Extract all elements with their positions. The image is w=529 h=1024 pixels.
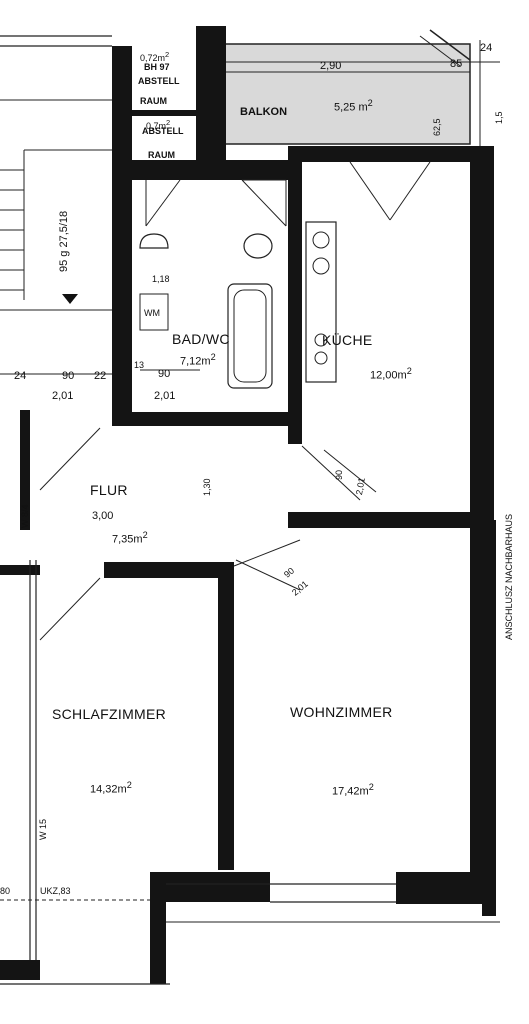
- abstell-2-name-text: ABSTELL: [142, 126, 184, 136]
- dim-flur-height: 1,30: [202, 478, 212, 496]
- dim-bad-small: 1,18: [152, 274, 170, 284]
- dim-w-bottom-left: W 15: [38, 818, 48, 840]
- room-area-wohnzimmer: 17,42m2: [332, 782, 374, 798]
- abstell-2-raum: RAUM: [148, 150, 175, 160]
- abstell-1-area-unit: 2: [165, 50, 170, 59]
- abstell-1-raum: RAUM: [140, 96, 167, 106]
- abstell-1-raum-text: RAUM: [140, 96, 167, 106]
- abstell-1-code-text: BH 97: [144, 62, 170, 72]
- dim-22: 22: [94, 370, 107, 382]
- room-area-schlafzimmer-value: 14,32m: [90, 783, 127, 796]
- dim-ukz: UKZ,83: [40, 886, 71, 896]
- room-area-kueche: 12,00m2: [370, 366, 412, 382]
- room-name-kueche: KÜCHE: [322, 332, 373, 348]
- abstell-2-area-value: 0,7m: [146, 121, 167, 131]
- room-area-kueche-value: 12,00m: [370, 369, 407, 382]
- room-area-schlafzimmer-unit: 2: [126, 780, 132, 790]
- dim-door-a-top: 90: [62, 370, 75, 382]
- dim-24: 24: [14, 370, 27, 382]
- abstell-1-code: BH 97: [144, 62, 170, 72]
- dim-balkon-side: 85: [450, 58, 463, 70]
- room-area-wohnzimmer-value: 17,42m: [332, 785, 369, 798]
- room-name-flur: FLUR: [90, 482, 128, 498]
- room-name-wohnzimmer: WOHNZIMMER: [290, 704, 393, 720]
- abstell-2-area-unit: 2: [166, 118, 171, 127]
- room-area-balkon: 5,25 m2: [334, 98, 373, 114]
- room-area-schlafzimmer: 14,32m2: [90, 780, 132, 796]
- dim-balkon-depth: 62,5: [432, 118, 442, 136]
- room-name-schlafzimmer: SCHLAFZIMMER: [52, 706, 167, 722]
- dim-kueche-door-top: 90: [334, 469, 344, 480]
- dim-door-a-bot: 2,01: [52, 390, 74, 402]
- abstell-1-area: 0,72m2: [140, 50, 169, 63]
- room-name-balkon: BALKON: [240, 106, 288, 118]
- room-area-wohnzimmer-unit: 2: [368, 782, 374, 792]
- room-area-bad-unit: 2: [210, 352, 216, 362]
- abstell-2-area: 0,7m2: [146, 118, 170, 131]
- side-label-anschlusz: ANSCHLUSZ NACHBARHAUS: [504, 513, 514, 640]
- walls: [0, 26, 496, 984]
- dim-13: 13: [134, 360, 145, 370]
- thin-lines: [0, 35, 500, 985]
- wm-label: WM: [144, 308, 160, 318]
- room-area-flur-unit: 2: [142, 530, 148, 540]
- room-area-bad-value: 7,12m: [180, 355, 211, 368]
- dim-w-left: W 8/4: [20, 504, 30, 528]
- abstell-1-area-value: 0,72m: [140, 53, 166, 63]
- dim-stair: 95 g 27,5/18: [58, 210, 70, 272]
- abstell-1-name-text: ABSTELL: [138, 76, 180, 86]
- abstell-2-name: ABSTELL: [142, 126, 184, 136]
- abstell-2-raum-text: RAUM: [148, 150, 175, 160]
- dim-door-b-bot: 2,01: [154, 390, 176, 402]
- room-area-balkon-value: 5,25 m: [334, 101, 368, 114]
- abstell-1-name: ABSTELL: [138, 76, 180, 86]
- flur-width: 3,00: [92, 510, 114, 522]
- dim-door-b-top: 90: [158, 368, 171, 380]
- room-area-bad: 7,12m2: [180, 352, 216, 368]
- room-area-kueche-unit: 2: [406, 366, 412, 376]
- dim-ukz-prefix: 80: [0, 886, 11, 896]
- room-area-flur-value: 7,35m: [112, 533, 143, 546]
- room-area-flur: 7,35m2: [112, 530, 148, 546]
- balcony: [199, 29, 471, 145]
- dim-balkon-width: 2,90: [320, 60, 342, 72]
- dim-top-right: 24: [480, 42, 493, 54]
- stair-arrow-icon: [62, 294, 78, 304]
- room-name-bad: BAD/WC: [172, 331, 230, 347]
- room-area-balkon-unit: 2: [367, 98, 373, 108]
- dim-right-small: 1,5: [494, 111, 504, 124]
